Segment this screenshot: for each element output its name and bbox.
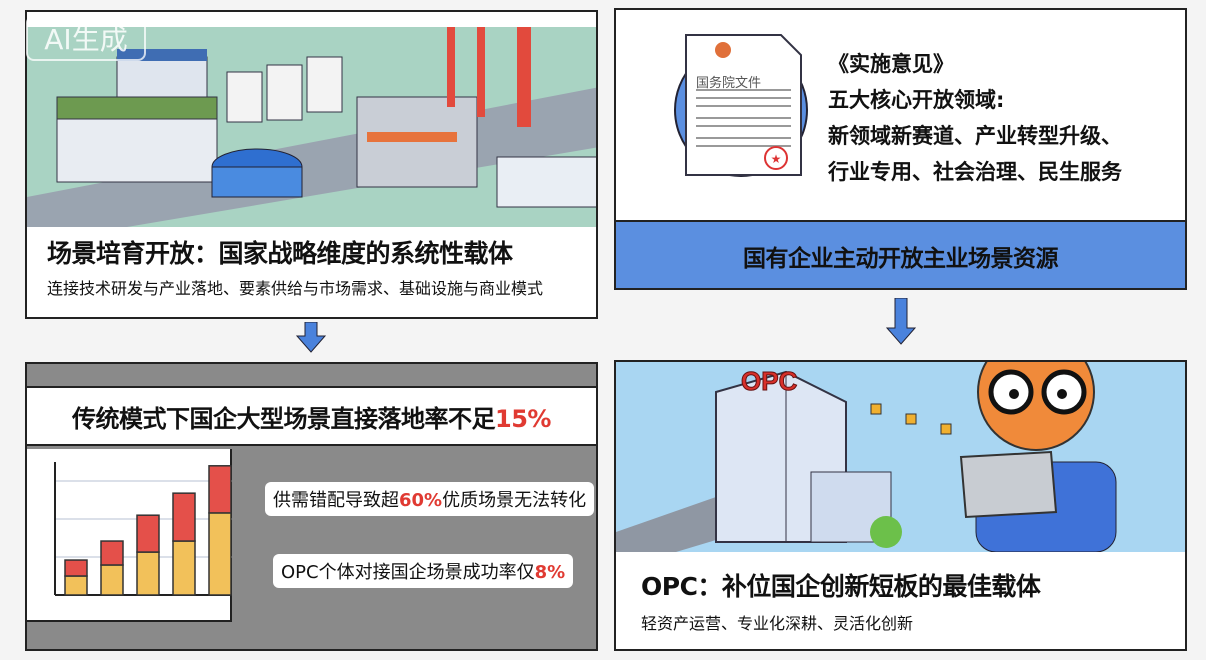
chart-svg (54, 462, 245, 596)
panel-title: OPC：补位国企创新短板的最佳载体 (641, 572, 1041, 601)
bar-segment (100, 564, 124, 596)
bar-segment (100, 540, 124, 566)
bar-segment (64, 575, 88, 596)
panel-subtitle: 轻资产运营、专业化深耕、灵活化创新 (641, 614, 914, 633)
bar-segment (172, 540, 196, 596)
areas-heading: 五大核心开放领域: (828, 88, 1005, 112)
stat-text: 优质场景无法转化 (442, 490, 587, 511)
down-arrow-icon (296, 322, 326, 353)
bar-segment (136, 551, 160, 596)
ai-watermark: AI生成 (26, 15, 146, 61)
title-bar: 传统模式下国企大型场景直接落地率不足15% (27, 386, 596, 446)
document-label: 国务院文件 (696, 76, 762, 91)
stat-success-rate: OPC个体对接国企场景成功率仅8% (273, 554, 574, 588)
stat-text: OPC个体对接国企场景成功率仅 (281, 562, 535, 583)
title-percent: 15% (495, 404, 551, 433)
panel-implementation-opinion: ★ 国务院文件 《实施意见》 五大核心开放领域: 新领域新赛道、产业转型升级、 … (614, 8, 1187, 290)
bar-segment (136, 514, 160, 553)
bar-segment (208, 512, 232, 596)
soe-band: 国有企业主动开放主业场景资源 (616, 220, 1185, 288)
stat-text: 供需错配导致超 (273, 490, 399, 511)
areas-line-2: 行业专用、社会治理、民生服务 (828, 160, 1122, 184)
panel-traditional-model: 传统模式下国企大型场景直接落地率不足15% 供需错配导致超60%优质场景无法转化… (25, 362, 598, 651)
title-text: 传统模式下国企大型场景直接落地率不足 (72, 404, 496, 433)
government-document-icon: ★ (674, 34, 808, 177)
panel-subtitle: 连接技术研发与产业落地、要素供给与市场需求、基础设施与商业模式 (47, 279, 544, 298)
opc-building-illustration: OPC (616, 362, 1185, 552)
bar-segment (208, 465, 232, 514)
stat-mismatch: 供需错配导致超60%优质场景无法转化 (265, 482, 595, 516)
panel-opc: OPC OPC：补位国企创新短板的最佳载体 轻资产运营、专业化深耕、灵活化创新 (614, 360, 1187, 651)
stat-percent: 60% (399, 490, 443, 511)
band-text: 国有企业主动开放主业场景资源 (743, 246, 1059, 272)
areas-line-1: 新领域新赛道、产业转型升级、 (828, 124, 1122, 148)
bar-segment (64, 559, 88, 577)
bar-segment (172, 492, 196, 542)
doc-title: 《实施意见》 (828, 52, 954, 76)
bar-chart (27, 449, 245, 622)
panel-title: 场景培育开放：国家战略维度的系统性载体 (47, 239, 513, 268)
stat-percent: 8% (534, 562, 566, 583)
down-arrow-icon (886, 298, 916, 345)
svg-text:★: ★ (771, 152, 782, 166)
opc-sign: OPC (741, 366, 798, 396)
